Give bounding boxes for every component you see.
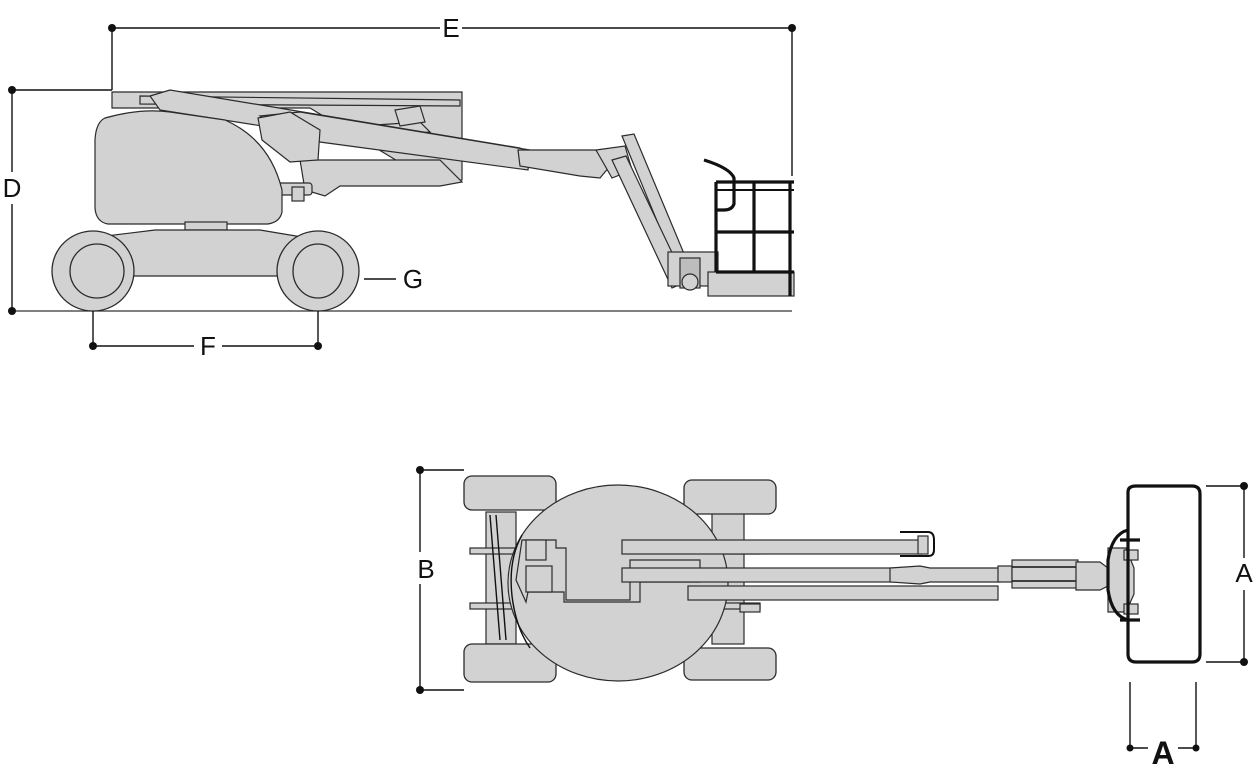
dimension-a-bottom: A	[1126, 682, 1200, 768]
platform-basket-top	[1106, 484, 1202, 664]
label-d: D	[3, 173, 22, 203]
engine-cover	[94, 110, 283, 225]
dimension-f: F	[89, 311, 322, 361]
label-a-right: A	[1235, 558, 1253, 588]
turntable-top	[507, 484, 729, 682]
dimension-g: G	[364, 264, 423, 294]
boom-top	[621, 531, 1139, 615]
front-wheel	[276, 230, 360, 312]
side-view: E D G F	[3, 13, 796, 361]
turntable-bearing	[184, 221, 228, 231]
upper-boom	[149, 89, 633, 179]
tire-front-left	[683, 479, 777, 515]
boom-pivot-cover	[257, 111, 321, 163]
dimension-d: D	[3, 86, 112, 315]
platform-basket	[703, 158, 795, 297]
tire-front-right	[683, 647, 777, 681]
label-a-bottom: A	[1151, 735, 1174, 768]
label-f: F	[200, 331, 216, 361]
dimension-e: E	[108, 13, 796, 176]
label-g: G	[403, 264, 423, 294]
dimension-b: B	[416, 466, 464, 694]
tire-rear-left	[463, 475, 557, 511]
label-b: B	[417, 554, 434, 584]
rear-wheel	[51, 230, 135, 312]
top-view: B A A	[416, 466, 1253, 768]
label-e: E	[442, 13, 459, 43]
jib-arm	[611, 133, 719, 291]
dimension-a-right: A	[1206, 482, 1253, 666]
